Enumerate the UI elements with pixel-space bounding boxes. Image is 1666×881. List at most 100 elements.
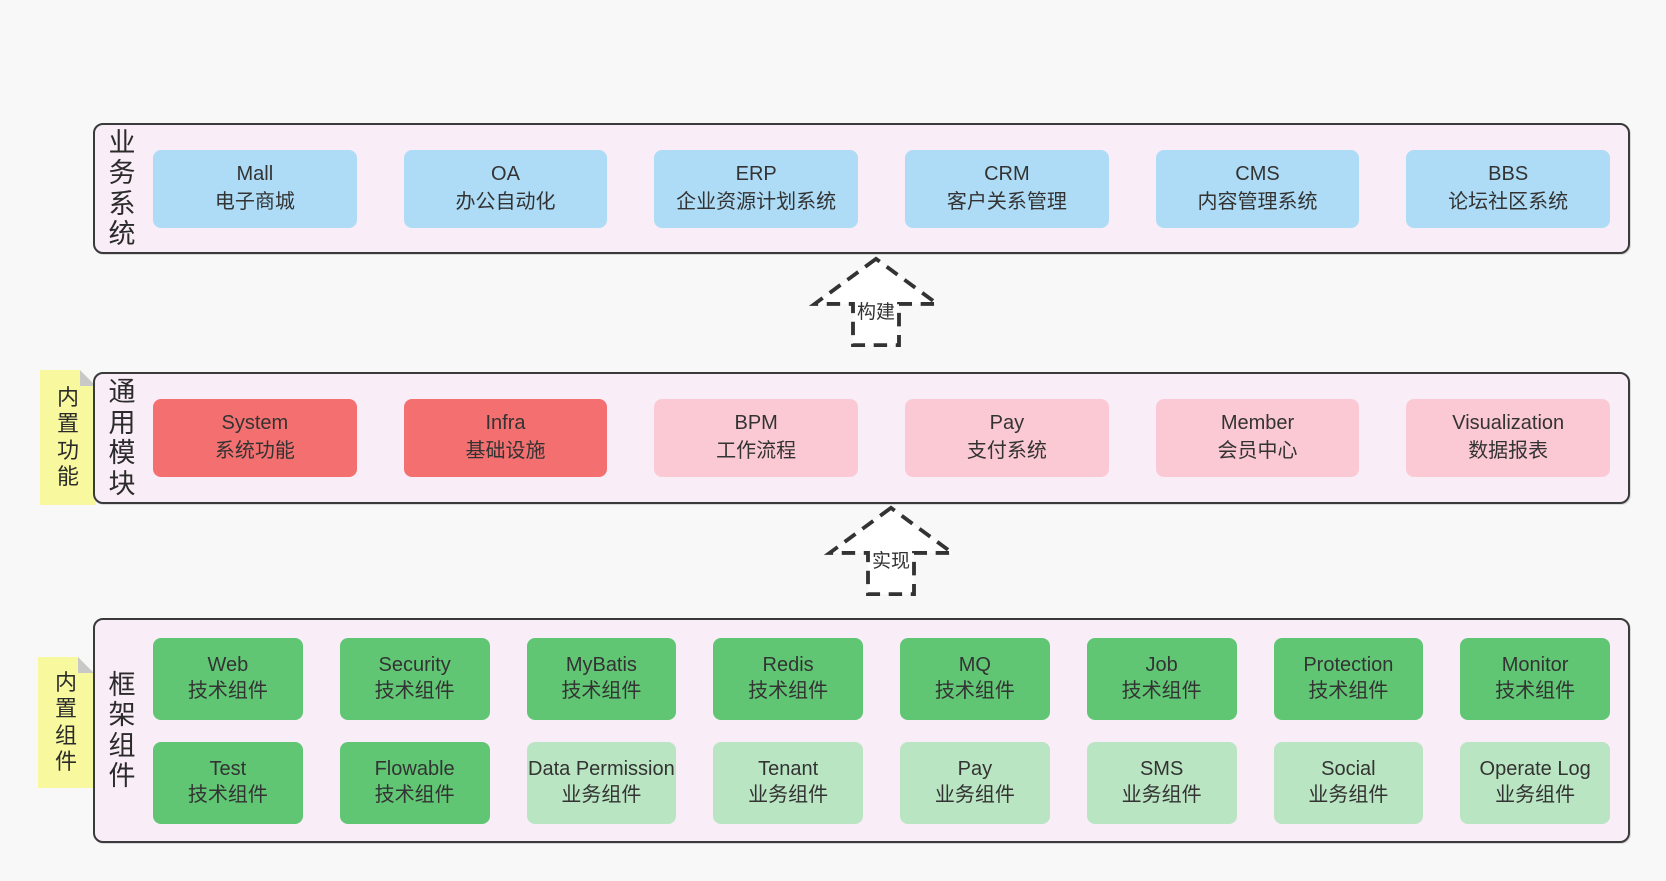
box-name: Job <box>1145 653 1178 676</box>
box-name: Member <box>1220 412 1295 435</box>
box-crm: CRM 客户关系管理 <box>905 149 1109 228</box>
box-desc: 技术组件 <box>1495 679 1576 702</box>
implement-arrow-label: 实现 <box>869 551 913 574</box>
panel-label-text: 业务系统 <box>108 127 136 250</box>
box-name: Tenant <box>758 757 819 780</box>
box-name: Pay <box>957 757 993 780</box>
folded-corner-icon <box>78 657 94 673</box>
box-desc: 论坛社区系统 <box>1448 190 1569 213</box>
box-desc: 业务组件 <box>1495 783 1576 806</box>
modules-box-row: System 系统功能 Infra 基础设施 BPM 工作流程 Pay 支付系统… <box>153 399 1611 477</box>
note-text: 内置组件 <box>54 669 77 774</box>
framework-box-row-1: Web 技术组件 Security 技术组件 MyBatis 技术组件 Redi… <box>153 637 1610 720</box>
box-desc: 基础设施 <box>465 440 546 462</box>
box-name: MQ <box>958 653 991 676</box>
box-social: Social 业务组件 <box>1273 741 1424 824</box>
panel-label-text: 通用模块 <box>108 377 136 499</box>
box-operate-log: Operate Log 业务组件 <box>1460 741 1610 824</box>
box-name: Flowable <box>374 757 455 780</box>
box-pay-component: Pay 业务组件 <box>900 741 1050 824</box>
box-test: Test 技术组件 <box>153 741 303 824</box>
box-redis: Redis 技术组件 <box>713 637 863 720</box>
box-name: CMS <box>1235 162 1280 185</box>
panel-framework-components: 框架组件 Web 技术组件 Security 技术组件 MyBatis 技术组件… <box>93 618 1630 843</box>
panel-modules-label: 通用模块 <box>95 374 149 502</box>
box-name: Data Permission <box>528 757 675 780</box>
box-member: Member 会员中心 <box>1155 399 1360 477</box>
build-arrow-label: 构建 <box>854 302 898 325</box>
box-desc: 技术组件 <box>187 679 268 702</box>
box-web: Web 技术组件 <box>153 637 303 720</box>
box-data-permission: Data Permission 业务组件 <box>526 741 677 824</box>
box-flowable: Flowable 技术组件 <box>339 741 490 824</box>
note-built-in-features: 内置功能 <box>40 370 96 505</box>
box-pay-module: Pay 支付系统 <box>905 399 1109 477</box>
box-name: Protection <box>1303 653 1394 676</box>
box-name: BBS <box>1488 162 1529 185</box>
panel-modules-body: System 系统功能 Infra 基础设施 BPM 工作流程 Pay 支付系统… <box>149 374 1628 502</box>
box-name: Redis <box>762 653 814 676</box>
box-name: System <box>221 412 289 435</box>
box-desc: 业务组件 <box>748 783 829 806</box>
panel-business-systems: 业务系统 Mall 电子商城 OA 办公自动化 ERP 企业资源计划系统 CRM <box>93 123 1630 254</box>
framework-box-row-2: Test 技术组件 Flowable 技术组件 Data Permission … <box>153 741 1610 824</box>
box-desc: 技术组件 <box>187 783 268 806</box>
box-desc: 业务组件 <box>1121 783 1202 806</box>
box-bpm: BPM 工作流程 <box>654 399 859 477</box>
box-desc: 技术组件 <box>1308 679 1389 702</box>
box-desc: 内容管理系统 <box>1197 190 1318 213</box>
note-text: 内置功能 <box>56 384 79 489</box>
panel-framework-body: Web 技术组件 Security 技术组件 MyBatis 技术组件 Redi… <box>149 620 1628 841</box>
box-desc: 企业资源计划系统 <box>676 190 837 213</box>
box-desc: 技术组件 <box>748 679 829 702</box>
box-desc: 技术组件 <box>1121 679 1202 702</box>
implement-arrow: 实现 <box>821 505 961 597</box>
box-desc: 技术组件 <box>374 783 455 806</box>
box-mybatis: MyBatis 技术组件 <box>526 637 677 720</box>
box-bbs: BBS 论坛社区系统 <box>1406 149 1611 228</box>
box-name: ERP <box>735 162 777 185</box>
box-desc: 客户关系管理 <box>946 190 1067 213</box>
box-mq: MQ 技术组件 <box>900 637 1050 720</box>
panel-business-body: Mall 电子商城 OA 办公自动化 ERP 企业资源计划系统 CRM 客户关系… <box>149 125 1628 252</box>
box-security: Security 技术组件 <box>339 637 490 720</box>
box-desc: 业务组件 <box>561 783 642 806</box>
box-oa: OA 办公自动化 <box>403 149 608 228</box>
box-name: Mall <box>236 162 274 185</box>
box-erp: ERP 企业资源计划系统 <box>654 149 859 228</box>
box-sms: SMS 业务组件 <box>1086 741 1237 824</box>
box-desc: 支付系统 <box>966 440 1047 462</box>
box-name: Test <box>209 757 247 780</box>
box-name: Social <box>1321 757 1376 780</box>
box-job: Job 技术组件 <box>1086 637 1237 720</box>
box-desc: 电子商城 <box>214 190 295 213</box>
box-name: Web <box>207 653 249 676</box>
box-desc: 系统功能 <box>214 440 295 462</box>
box-name: Security <box>378 653 451 676</box>
box-name: MyBatis <box>565 653 637 676</box>
box-name: Monitor <box>1501 653 1569 676</box>
panel-common-modules: 通用模块 System 系统功能 Infra 基础设施 BPM 工作流程 Pay <box>93 372 1630 504</box>
box-cms: CMS 内容管理系统 <box>1155 149 1360 228</box>
box-desc: 工作流程 <box>716 440 797 462</box>
box-name: BPM <box>734 412 778 435</box>
box-infra: Infra 基础设施 <box>403 399 608 477</box>
box-desc: 会员中心 <box>1217 440 1298 462</box>
box-desc: 数据报表 <box>1468 440 1549 462</box>
box-tenant: Tenant 业务组件 <box>713 741 863 824</box>
box-desc: 技术组件 <box>374 679 455 702</box>
box-desc: 业务组件 <box>934 783 1015 806</box>
box-monitor: Monitor 技术组件 <box>1460 637 1610 720</box>
box-name: Pay <box>989 412 1025 435</box>
box-desc: 技术组件 <box>934 679 1015 702</box>
box-name: Visualization <box>1452 412 1565 435</box>
panel-framework-label: 框架组件 <box>95 620 149 841</box>
box-desc: 办公自动化 <box>455 190 556 213</box>
box-name: Infra <box>485 412 526 435</box>
box-desc: 业务组件 <box>1308 783 1389 806</box>
note-built-in-components: 内置组件 <box>38 657 94 788</box>
box-name: OA <box>491 162 520 185</box>
box-name: Operate Log <box>1479 757 1591 780</box>
box-name: CRM <box>984 162 1030 185</box>
